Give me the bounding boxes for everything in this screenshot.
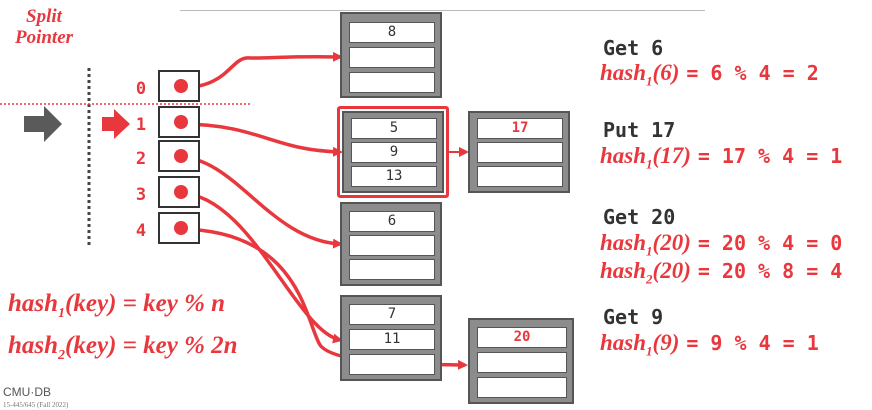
bucket-slot: 13 xyxy=(351,166,437,187)
bucket-slot: 8 xyxy=(349,22,435,43)
pointer-0-arrow xyxy=(178,51,343,90)
operation-equation: hash1(6) = 6 % 4 = 2 xyxy=(600,60,819,89)
directory-index-4: 4 xyxy=(135,221,147,241)
bucket-slot xyxy=(349,47,435,68)
bucket-slot xyxy=(477,166,563,187)
pointer-3-arrow xyxy=(178,191,343,344)
course-label: 15-445/645 (Fall 2022) xyxy=(3,401,69,409)
directory-index-0: 0 xyxy=(135,79,147,99)
bucket-slot: 7 xyxy=(349,304,435,325)
hash-definition-2: hash2(key) = key % 2n xyxy=(8,332,238,363)
directory-index-3: 3 xyxy=(135,185,147,205)
bucket-2: 6 xyxy=(340,202,442,286)
bucket-0: 8 xyxy=(340,12,442,98)
overflow-bucket: 17 xyxy=(468,111,570,193)
operation-equation: hash2(20) = 20 % 8 = 4 xyxy=(600,258,843,287)
operation-label: Get 20 xyxy=(603,205,676,229)
directory-slot-2 xyxy=(158,140,200,172)
bucket-slot xyxy=(349,259,435,280)
pointer-dot xyxy=(174,185,188,199)
pointer-dot xyxy=(174,79,188,93)
bucket-4: 20 xyxy=(468,318,574,404)
bucket-slot: 20 xyxy=(477,327,567,348)
directory-slot-0 xyxy=(158,70,200,102)
operation-label: Get 9 xyxy=(603,305,664,329)
bucket-slot xyxy=(349,354,435,375)
pointer-dot xyxy=(174,221,188,235)
highlight-frame xyxy=(337,106,449,198)
directory-slot-1 xyxy=(158,106,200,138)
operation-equation: hash1(17) = 17 % 4 = 1 xyxy=(600,143,843,172)
bucket-1: 5 9 13 xyxy=(342,111,444,193)
gray-arrow xyxy=(24,106,62,142)
bucket-slot xyxy=(477,142,563,163)
bucket-slot xyxy=(349,72,435,93)
bucket-slot xyxy=(477,377,567,398)
bucket-slot: 6 xyxy=(349,211,435,232)
operation-label: Put 17 xyxy=(603,118,676,142)
hash-definition-1: hash1(key) = key % n xyxy=(8,290,226,321)
operation-equation: hash1(20) = 20 % 4 = 0 xyxy=(600,230,843,259)
directory-index-1: 1 xyxy=(135,115,147,135)
directory-slot-4 xyxy=(158,212,200,244)
operation-label: Get 6 xyxy=(603,36,664,60)
directory-slot-3 xyxy=(158,176,200,208)
bucket-slot xyxy=(477,352,567,373)
bucket-slot xyxy=(349,235,435,256)
bucket-3: 7 11 xyxy=(340,295,442,381)
pointer-1-arrow xyxy=(178,122,343,157)
split-pointer-arrow xyxy=(102,109,130,139)
bucket-slot: 5 xyxy=(351,118,437,139)
bucket-slot: 17 xyxy=(477,118,563,139)
operation-equation: hash1(9) = 9 % 4 = 1 xyxy=(600,330,819,359)
cmu-db-logo: CMU·DB xyxy=(3,385,51,399)
bucket-slot: 11 xyxy=(349,329,435,350)
directory-index-2: 2 xyxy=(135,149,147,169)
pointer-dot xyxy=(174,149,188,163)
pointer-dot xyxy=(174,115,188,129)
bucket-slot: 9 xyxy=(351,142,437,163)
top-rule xyxy=(180,10,705,11)
split-pointer-label: Split Pointer xyxy=(14,6,74,48)
